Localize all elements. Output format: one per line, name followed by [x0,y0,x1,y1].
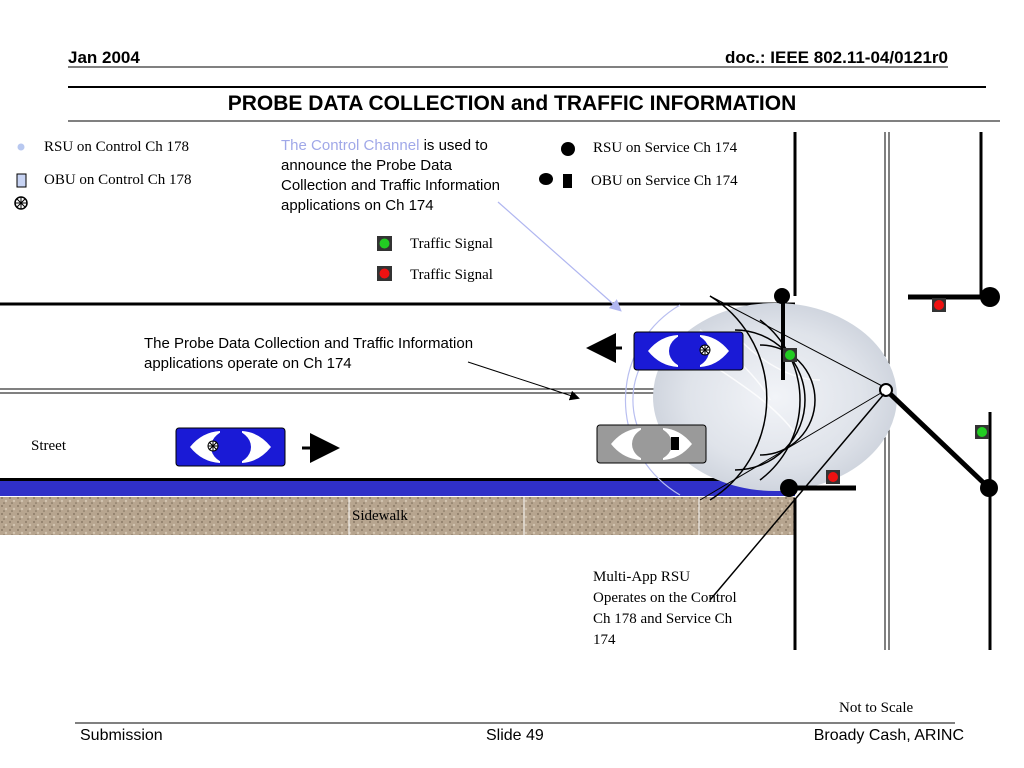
sidewalk [0,497,795,535]
callout-probe-apps [467,361,580,401]
car-blue-westbound [633,331,744,371]
header-date: Jan 2004 [68,48,140,67]
header-doc-id: doc.: IEEE 802.11-04/0121r0 [724,48,948,67]
note-control-channel-highlight: The Control Channel [281,137,420,154]
callout-control-channel [497,201,622,312]
street-curb-band [0,478,795,496]
label-sidewalk: Sidewalk [352,508,408,524]
legend-signal-green: Traffic Signal [410,236,493,252]
note-not-to-scale: Not to Scale [839,700,914,716]
legend-rsu-control-icon [17,143,25,151]
rsu-pole-diagonal [884,388,991,490]
footer-author: Broady Cash, ARINC [813,727,964,744]
legend-obu-service-icon-2 [563,174,572,188]
legend-rsu-control: RSU on Control Ch 178 [44,139,190,155]
footer-slide-number: Slide 49 [486,727,544,744]
legend-rsu-service-icon [561,142,575,156]
legend-obu-service-icon-1 [539,173,553,185]
legend-signal-red: Traffic Signal [410,267,493,283]
note-control-channel: The Control Channel is used to announce … [281,136,509,216]
callout-multi-app-rsu [709,393,885,601]
car-blue-eastbound [175,427,286,467]
legend-obu-control-icon [16,173,27,188]
footer-submission: Submission [80,727,163,744]
multi-app-rsu [879,383,893,397]
slide-title: PROBE DATA COLLECTION and TRAFFIC INFORM… [227,92,797,115]
legend-rsu-service: RSU on Service Ch 174 [593,140,738,156]
note-probe-apps: The Probe Data Collection and Traffic In… [144,335,474,372]
label-street: Street [31,438,66,454]
street-edge-bottom [0,478,795,481]
note-multi-app-rsu: Multi-App RSU Operates on the Control Ch… [593,569,737,648]
note-control-channel-rest: is used to announce the Probe Data Colle… [281,137,501,214]
legend-obu-control: OBU on Control Ch 178 [44,172,192,188]
legend-obu-service: OBU on Service Ch 174 [591,173,738,189]
car-gray-eastbound [596,424,707,464]
